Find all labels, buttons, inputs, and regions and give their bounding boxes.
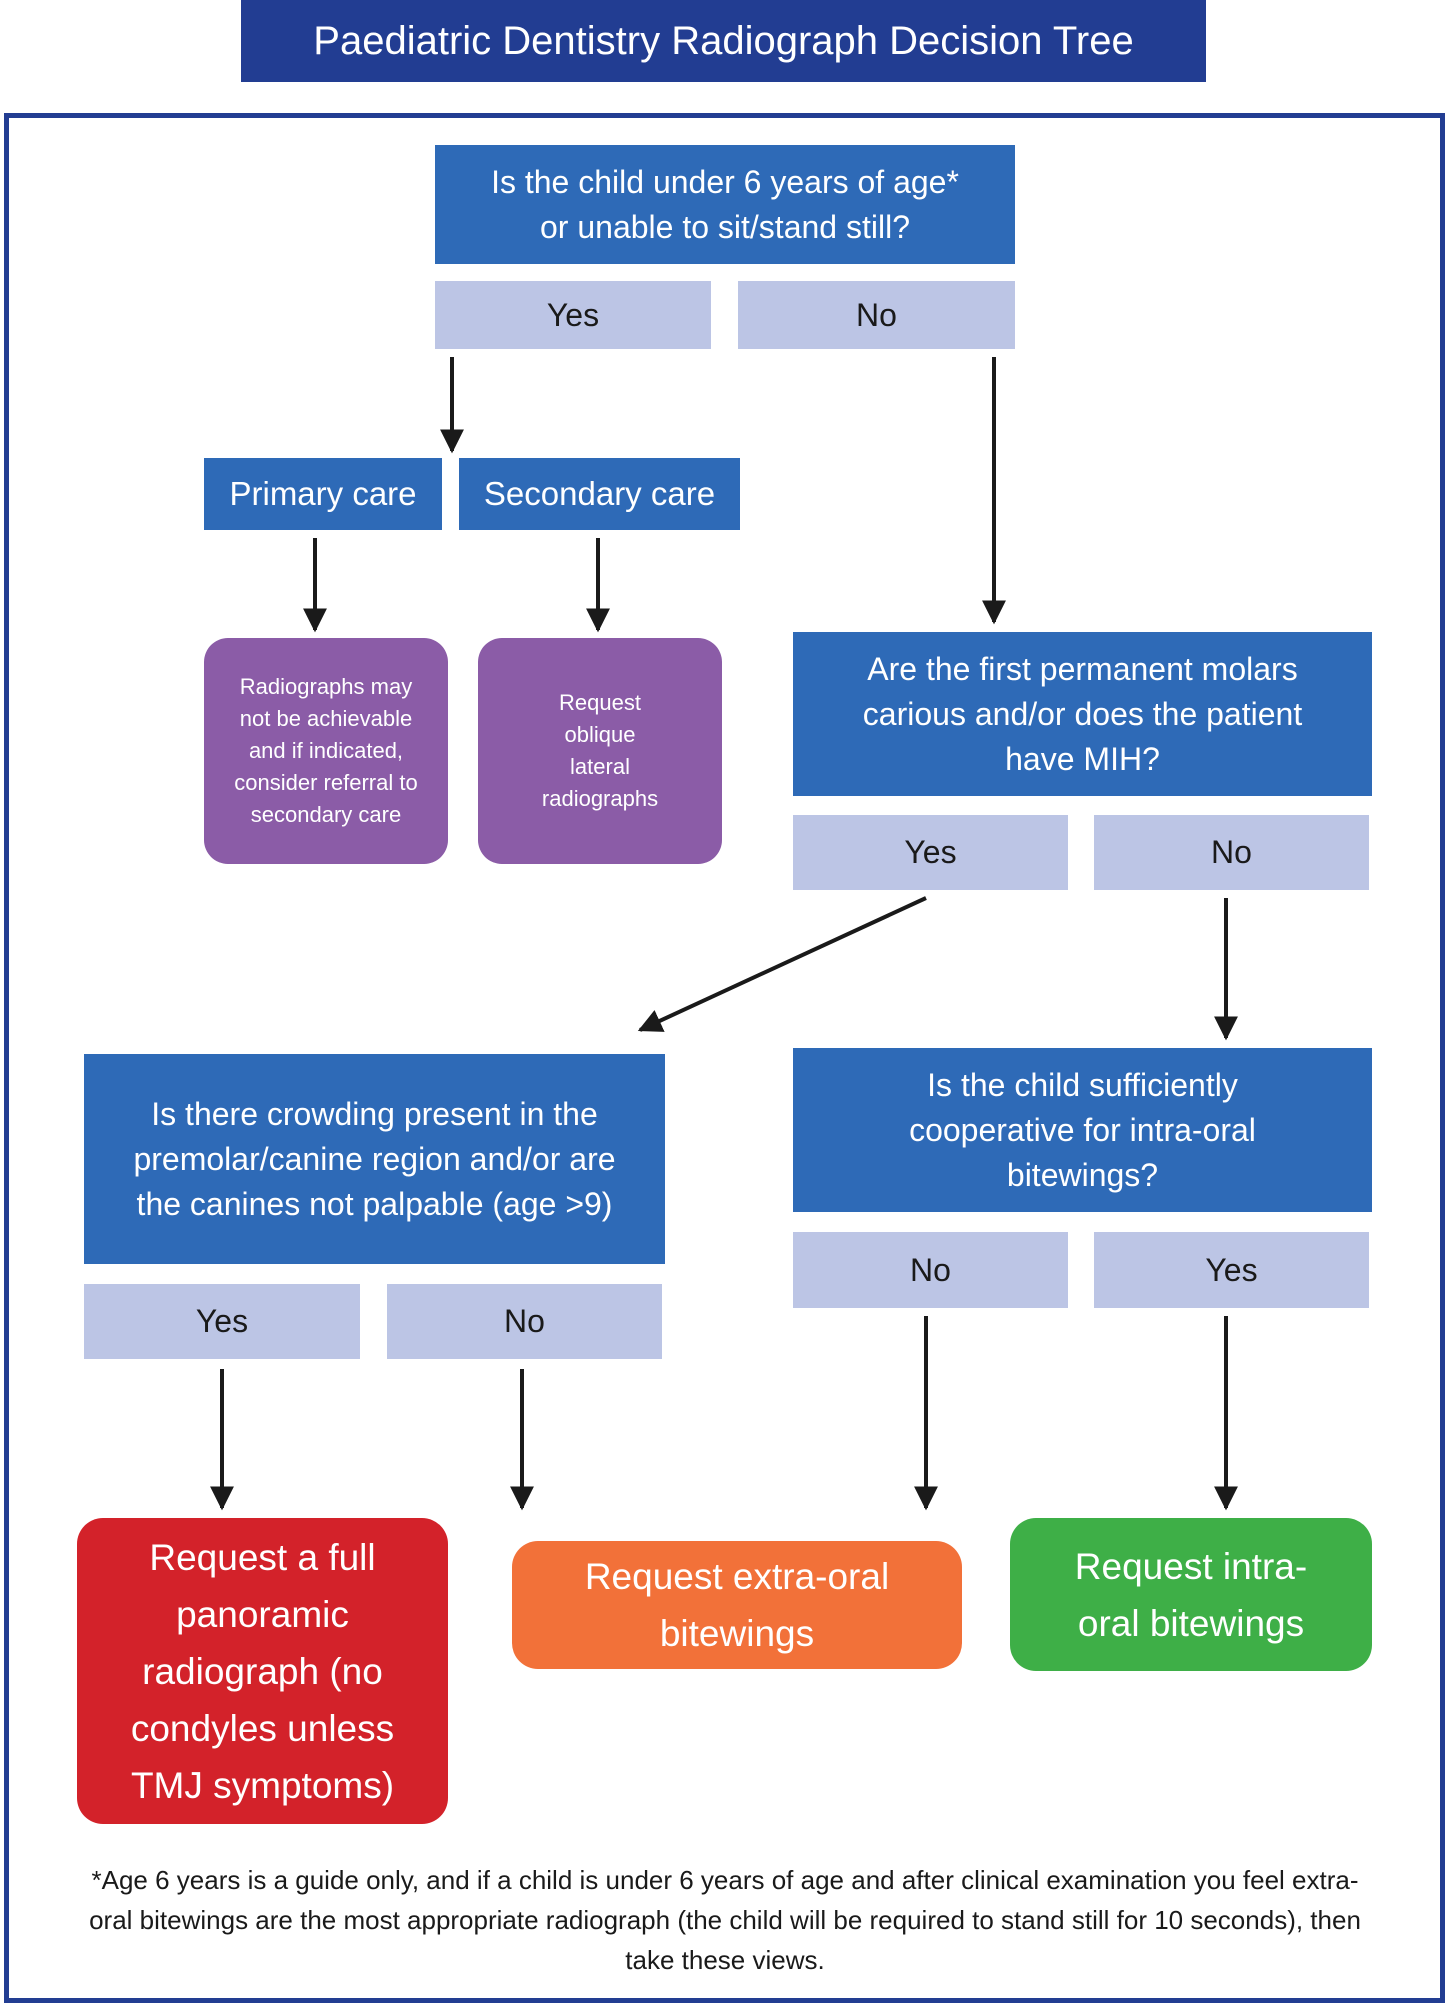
q3-no-answer: No [387, 1284, 662, 1359]
outcome-intra-oral-bitewings: Request intra-oral bitewings [1010, 1518, 1372, 1671]
q1-yes-answer: Yes [435, 281, 711, 349]
secondary-care-note: Request oblique lateral radiographs [478, 638, 722, 864]
outcome-panoramic-radiograph: Request a full panoramic radiograph (no … [77, 1518, 448, 1824]
arrow-q2-yes-to-q3 [637, 896, 927, 1032]
outcome-extra-oral-bitewings: Request extra-oral bitewings [512, 1541, 962, 1669]
page-title: Paediatric Dentistry Radiograph Decision… [241, 0, 1206, 82]
question-age-under-6: Is the child under 6 years of age* or un… [435, 145, 1015, 264]
secondary-care-box: Secondary care [459, 458, 740, 530]
primary-care-note: Radiographs may not be achievable and if… [204, 638, 448, 864]
q4-yes-answer: Yes [1094, 1232, 1369, 1308]
q2-no-answer: No [1094, 815, 1369, 890]
q4-no-answer: No [793, 1232, 1068, 1308]
q2-yes-answer: Yes [793, 815, 1068, 890]
primary-care-box: Primary care [204, 458, 442, 530]
question-cooperative-intra-oral: Is the child sufficiently cooperative fo… [793, 1048, 1372, 1212]
question-molars-carious-mih: Are the first permanent molars carious a… [793, 632, 1372, 796]
q1-no-answer: No [738, 281, 1015, 349]
q3-yes-answer: Yes [84, 1284, 360, 1359]
footnote: *Age 6 years is a guide only, and if a c… [89, 1865, 1361, 1975]
diagram-frame [4, 113, 1445, 2003]
question-crowding-canines: Is there crowding present in the premola… [84, 1054, 665, 1264]
